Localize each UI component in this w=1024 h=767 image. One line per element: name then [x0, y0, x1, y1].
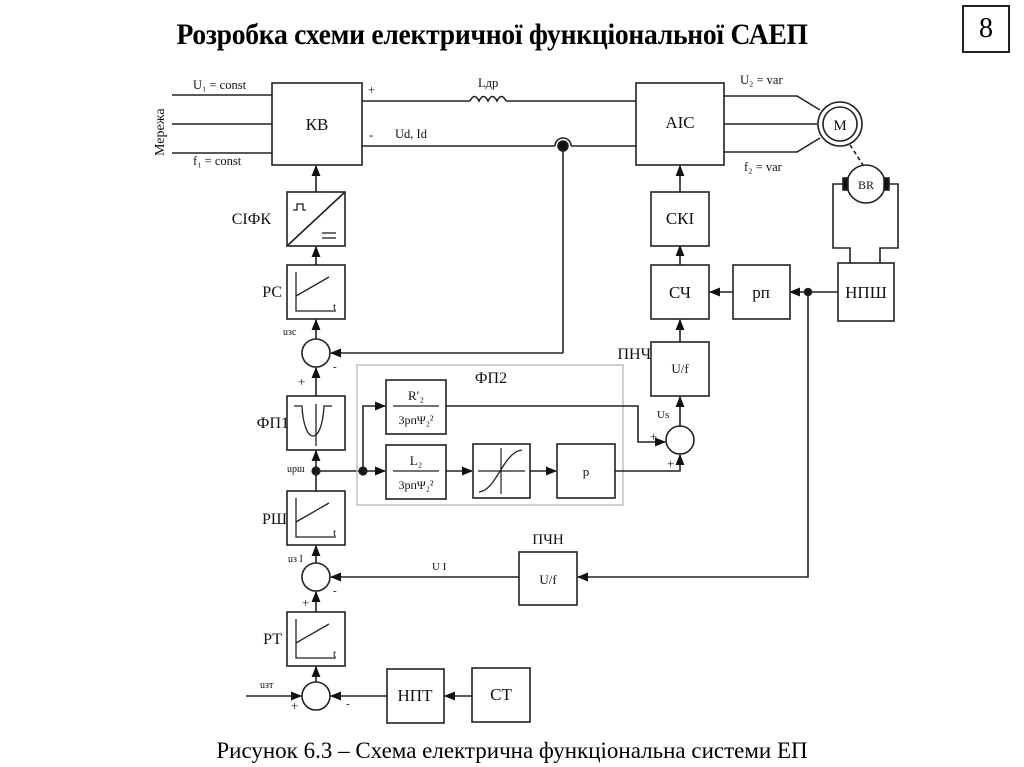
signal-u-zs: uзс: [283, 327, 297, 338]
signal-u-zt: uзт: [260, 680, 274, 691]
motor-outer-circle: [817, 101, 863, 147]
signal-u-rsh: uрш: [287, 464, 305, 475]
label-rt: РТ: [263, 631, 282, 648]
label-f1: f₁ = const: [193, 154, 242, 168]
sign-plus: +: [298, 374, 305, 389]
tacho-wire-right: [879, 183, 899, 263]
label-pnch: ПНЧ: [617, 346, 651, 363]
t-axis-rsh: t: [333, 527, 336, 539]
rsh-ramp-icon: [295, 502, 330, 523]
shaft-coupling: [849, 144, 866, 169]
sign-plus: +: [291, 698, 298, 713]
sign-minus: -: [346, 698, 350, 710]
speed-feedback-line: [576, 292, 809, 582]
text-st: СТ: [490, 685, 512, 704]
motor-feed-lines: [724, 95, 821, 153]
block-st: [471, 667, 531, 723]
sign-plus: +: [650, 429, 657, 444]
label-dc-bus: Ud, Id: [395, 127, 428, 141]
label-fp1: ФП1: [257, 415, 289, 432]
motor-inner-circle: [822, 106, 858, 142]
network-lines: [172, 94, 272, 154]
label-plus: +: [368, 83, 375, 97]
text-npt: НПТ: [398, 686, 434, 705]
page-number-badge: 8: [962, 5, 1010, 53]
sign-plus: +: [302, 595, 309, 610]
sign-plus: +: [667, 456, 674, 471]
text-fp2-r-num: R′₂: [408, 388, 424, 403]
text-fp2-l-den: 3pпΨ₂²: [398, 478, 433, 492]
text-fp2-r-den: 3pпΨ₂²: [398, 413, 433, 427]
text-pp: pп: [752, 283, 770, 302]
block-pchn: [518, 551, 578, 606]
sign-minus: -: [333, 361, 337, 373]
fp1-curve-icon: [294, 405, 332, 437]
page-title: Розробка схеми електричної функціонально…: [0, 18, 1024, 52]
signal-us: Us: [657, 409, 669, 421]
figure-caption: Рисунок 6.3 – Схема електрична функціона…: [216, 738, 808, 763]
page-number: 8: [979, 13, 993, 44]
label-u2: U₂ = var: [740, 73, 783, 87]
rs-ramp-icon: [295, 276, 330, 297]
text-sch: СЧ: [669, 283, 691, 302]
label-minus: -: [369, 128, 373, 142]
t-axis-rs: t: [333, 301, 336, 313]
label-choke: Lдр: [478, 76, 498, 90]
tacho-wire-left: [832, 183, 851, 263]
sum-junction-speed: [301, 338, 331, 368]
label-network: Мережа: [153, 108, 168, 156]
label-u1: U₁ = const: [193, 78, 247, 92]
line-crossing-arc: [554, 137, 572, 147]
block-fp2-r: [385, 379, 447, 435]
rt-ramp-icon: [295, 623, 330, 644]
text-pchn-inner: U/f: [539, 572, 557, 587]
text-tacho: BR: [858, 178, 874, 192]
current-sense-node: [557, 140, 569, 152]
signal-u1: U I: [432, 561, 447, 573]
block-fp2-l: [385, 444, 447, 500]
sign-minus: -: [333, 585, 337, 597]
text-npsh: НПШ: [845, 283, 887, 302]
tacho-brush-right: [883, 177, 890, 191]
label-pchn: ПЧН: [532, 532, 564, 548]
sum-junction-flux: [301, 562, 331, 592]
label-rsh: РШ: [262, 511, 287, 528]
tacho-brush-left: [842, 177, 849, 191]
label-sifk: СІФК: [232, 211, 272, 228]
text-ski: СКІ: [666, 209, 695, 228]
pulse-icon: [293, 203, 306, 211]
text-p-block: p: [583, 464, 590, 479]
choke-inductor-icon: [469, 95, 507, 103]
fp2-group-frame: [356, 364, 624, 506]
sum-junction-current: [301, 681, 331, 711]
text-motor: M: [833, 118, 846, 134]
text-kv: КВ: [306, 115, 329, 134]
signal-u-z1: uз I: [288, 554, 303, 565]
t-axis-rt: t: [333, 648, 336, 660]
label-rs: РС: [262, 284, 282, 301]
saturation-curve-icon: [478, 449, 523, 493]
label-fp2: ФП2: [475, 370, 507, 387]
text-aic: АІС: [665, 113, 694, 132]
sum-junction-us: [665, 425, 695, 455]
text-fp2-l-num: L₂: [410, 453, 422, 468]
sifk-diagonal: [286, 191, 346, 247]
text-pnch-inner: U/f: [671, 361, 689, 376]
dc-bus: [362, 95, 636, 147]
label-f2: f₂ = var: [744, 160, 783, 174]
page-title-text: Розробка схеми електричної функціонально…: [176, 18, 808, 51]
